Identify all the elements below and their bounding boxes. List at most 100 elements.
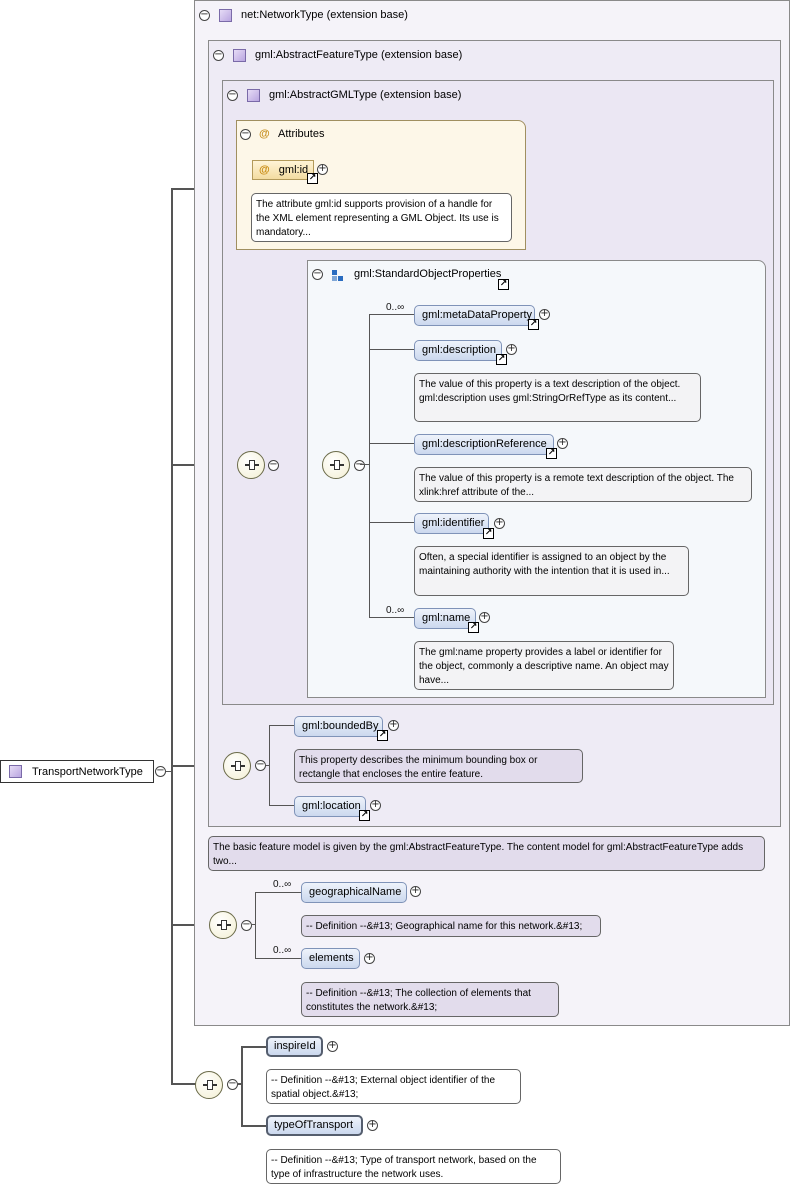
collapse-icon[interactable]: − (213, 49, 224, 61)
connector (269, 725, 270, 805)
connector (369, 443, 415, 444)
collapse-icon[interactable]: − (268, 459, 279, 471)
connector (269, 805, 294, 806)
element-doc: -- Definition --&#13; Type of transport … (266, 1149, 561, 1184)
abstract-feature-type-header: gml:AbstractFeatureType (extension base) (255, 49, 463, 61)
collapse-icon[interactable]: − (155, 765, 166, 777)
sequence-compositor-icon[interactable] (223, 752, 251, 780)
connector (241, 1046, 266, 1048)
collapse-icon[interactable]: − (227, 89, 238, 101)
expand-icon[interactable]: + (539, 308, 550, 320)
standard-object-properties-header: gml:StandardObjectProperties (354, 268, 502, 280)
complex-type-icon (247, 89, 260, 102)
expand-icon[interactable]: + (317, 163, 328, 175)
abstract-gml-type-header: gml:AbstractGMLType (extension base) (269, 89, 462, 101)
element-gml-description[interactable]: gml:description (414, 340, 502, 361)
element-gml-location[interactable]: gml:location (294, 796, 366, 817)
connector (241, 1125, 266, 1127)
expand-icon[interactable]: + (388, 719, 399, 731)
connector (255, 892, 301, 893)
element-doc: The value of this property is a text des… (414, 373, 701, 422)
expand-icon[interactable]: + (370, 799, 381, 811)
sequence-compositor-icon[interactable] (237, 451, 265, 479)
connector (252, 924, 256, 925)
element-inspireid[interactable]: inspireId (266, 1036, 323, 1057)
connector (241, 1046, 243, 1126)
expand-icon[interactable]: + (494, 517, 505, 529)
at-sign-icon: @ (259, 128, 270, 140)
cardinality: 0..∞ (273, 945, 292, 956)
expand-icon[interactable]: + (479, 611, 490, 623)
element-gml-name[interactable]: gml:name (414, 608, 476, 629)
element-gml-identifier[interactable]: gml:identifier (414, 513, 489, 534)
expand-icon[interactable]: + (364, 952, 375, 964)
arrow-link-icon[interactable]: ↗ (359, 810, 370, 821)
attributes-header: Attributes (278, 128, 325, 140)
at-sign-icon: @ (259, 164, 270, 176)
collapse-icon[interactable]: − (312, 268, 323, 280)
connector (171, 1083, 196, 1085)
attribute-gml-id[interactable]: @ gml:id (252, 160, 314, 180)
element-doc: This property describes the minimum boun… (294, 749, 583, 783)
element-gml-boundedby[interactable]: gml:boundedBy (294, 716, 383, 737)
feature-doc: The basic feature model is given by the … (208, 836, 765, 871)
cardinality: 0..∞ (386, 302, 405, 313)
connector (238, 1083, 242, 1085)
arrow-link-icon[interactable]: ↗ (468, 622, 479, 633)
collapse-icon[interactable]: − (255, 759, 266, 771)
collapse-icon[interactable]: − (354, 460, 365, 471)
connector (266, 765, 270, 766)
connector (255, 958, 301, 959)
connector (369, 349, 415, 350)
sequence-compositor-icon[interactable] (195, 1071, 223, 1099)
arrow-link-icon[interactable]: ↗ (498, 279, 509, 290)
sequence-compositor-icon[interactable] (209, 911, 237, 939)
sequence-compositor-icon[interactable] (322, 451, 350, 479)
connector (369, 617, 415, 618)
connector (255, 892, 256, 959)
element-typeoftransport[interactable]: typeOfTransport (266, 1115, 363, 1136)
expand-icon[interactable]: + (506, 343, 517, 355)
element-geographicalname[interactable]: geographicalName (301, 882, 407, 903)
connector (369, 314, 370, 618)
element-doc: -- Definition --&#13; The collection of … (301, 982, 559, 1017)
element-doc: Often, a special identifier is assigned … (414, 546, 689, 596)
arrow-link-icon[interactable]: ↗ (528, 319, 539, 330)
attribute-label: gml:id (278, 164, 309, 176)
connector (171, 924, 210, 926)
cardinality: 0..∞ (386, 605, 405, 616)
element-gml-metadataproperty[interactable]: gml:metaDataProperty (414, 305, 535, 326)
element-doc: -- Definition --&#13; Geographical name … (301, 915, 601, 937)
arrow-link-icon[interactable]: ↗ (496, 354, 507, 365)
connector (360, 464, 370, 465)
expand-icon[interactable]: + (557, 437, 568, 449)
expand-icon[interactable]: + (327, 1040, 338, 1052)
root-type-transportnetworktype[interactable]: TransportNetworkType (0, 760, 154, 783)
connector (166, 771, 171, 772)
attribute-doc: The attribute gml:id supports provision … (251, 193, 512, 242)
collapse-icon[interactable]: − (241, 919, 252, 931)
element-elements[interactable]: elements (301, 948, 360, 969)
network-type-header: net:NetworkType (extension base) (241, 9, 408, 21)
group-icon (332, 270, 344, 282)
connector (369, 314, 415, 315)
complex-type-icon (9, 765, 22, 778)
expand-icon[interactable]: + (410, 885, 421, 897)
arrow-link-icon[interactable]: ↗ (377, 730, 388, 741)
complex-type-icon (233, 49, 246, 62)
connector (369, 522, 415, 523)
element-doc: The gml:name property provides a label o… (414, 641, 674, 690)
collapse-icon[interactable]: − (199, 9, 210, 21)
connector (171, 188, 173, 1085)
arrow-link-icon[interactable]: ↗ (546, 448, 557, 459)
complex-type-icon (219, 9, 232, 22)
connector (269, 725, 294, 726)
collapse-icon[interactable]: − (227, 1078, 238, 1090)
element-gml-descriptionreference[interactable]: gml:descriptionReference (414, 434, 554, 455)
cardinality: 0..∞ (273, 879, 292, 890)
collapse-icon[interactable]: − (240, 128, 251, 140)
arrow-link-icon[interactable]: ↗ (307, 173, 318, 184)
expand-icon[interactable]: + (367, 1119, 378, 1131)
arrow-link-icon[interactable]: ↗ (483, 528, 494, 539)
root-type-label: TransportNetworkType (32, 766, 143, 778)
